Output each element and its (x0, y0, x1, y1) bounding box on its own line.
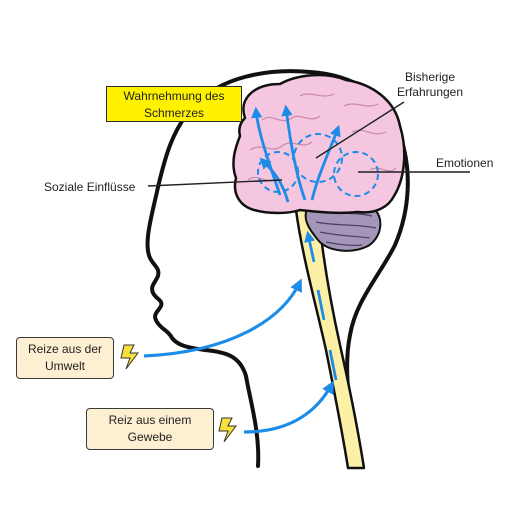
brain (232, 73, 406, 215)
head-outline (145, 69, 410, 468)
tissue-stimulus-label: Reiz aus einem Gewebe (108, 413, 192, 444)
environment-stimuli-label: Reize aus der Umwelt (27, 342, 103, 373)
arrow-from-environment (143, 278, 302, 358)
arrow-from-tissue (243, 380, 334, 434)
lightning-icon (120, 344, 139, 370)
tissue-stimulus-box: Reiz aus einem Gewebe (86, 408, 214, 450)
leader-lines (147, 101, 470, 187)
spinal-arrows (308, 234, 338, 381)
social-influences-label: Soziale Einflüsse (44, 180, 136, 194)
perception-label: Wahrnehmung des Schmerzes (123, 89, 225, 120)
previous-experiences-label: Bisherige Erfahrungen (396, 70, 464, 99)
spinal-cord (294, 208, 366, 470)
perception-box: Wahrnehmung des Schmerzes (106, 86, 242, 122)
lightning-icon (218, 417, 237, 443)
emotions-label: Emotionen (436, 156, 494, 170)
brain-arrows (251, 104, 341, 203)
environment-stimuli-box: Reize aus der Umwelt (16, 337, 114, 379)
